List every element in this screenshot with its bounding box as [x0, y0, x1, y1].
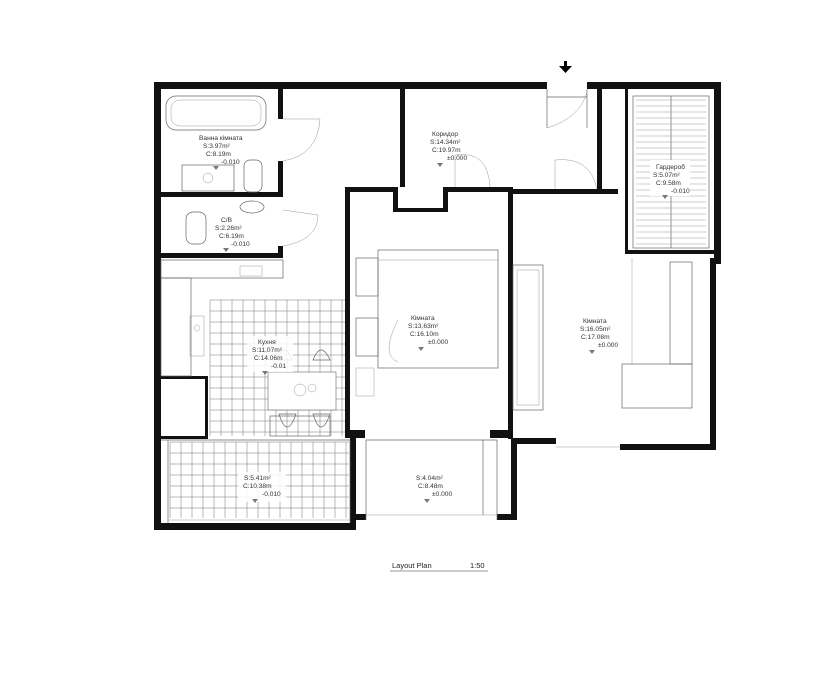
room-area: S:5.41m²	[244, 475, 272, 482]
dining-table	[267, 349, 337, 437]
level-triangle-icon	[418, 347, 424, 351]
room-perimeter: C:19.97m	[432, 147, 461, 154]
plan-footer: Layout Plan 1:50	[390, 561, 488, 572]
room2-furniture	[512, 258, 693, 411]
room-level: -0.010	[262, 491, 281, 498]
room1-furniture	[355, 249, 499, 397]
room-area: S:16.05m²	[580, 326, 611, 333]
room-area: S:14.34m²	[430, 139, 461, 146]
room-label-wc: С/В S:2.26m² C:6.19m -0.010	[215, 217, 250, 252]
room-level: ±0.000	[447, 155, 467, 162]
room-name: Кімната	[411, 314, 435, 322]
room-label-corridor: Коридор S:14.34m² C:19.97m ±0.000	[430, 131, 467, 167]
bathroom-fixtures	[165, 95, 267, 193]
level-triangle-icon	[262, 371, 268, 375]
room-label-bathroom: Ванна кімната S:3.97m² C:8.19m -0.010	[199, 134, 243, 170]
room-area: S:4.04m²	[416, 475, 444, 482]
room-level: -0.010	[231, 241, 250, 248]
room-perimeter: C:14.06m	[254, 355, 283, 362]
room-perimeter: C:9.58m	[656, 180, 681, 187]
room-level: ±0.000	[598, 342, 618, 349]
level-triangle-icon	[252, 499, 258, 503]
room-perimeter: C:17.08m	[581, 334, 610, 341]
room-area: S:11.07m²	[252, 347, 283, 354]
room-name: Кухня	[258, 339, 276, 346]
room-area: S:2.26m²	[215, 225, 243, 232]
room-area: S:5.07m²	[653, 172, 681, 179]
room-label-balcony1: S:5.41m² C:10.38m -0.010	[238, 472, 286, 503]
room-area: S:3.97m²	[203, 143, 231, 150]
room-level: ±0.000	[428, 339, 448, 346]
plan-scale: 1:50	[470, 561, 485, 570]
room-label-balcony2: S:4.04m² C:8.48m ±0.000	[416, 475, 452, 503]
room-perimeter: C:8.19m	[206, 151, 231, 158]
level-triangle-icon	[589, 350, 595, 354]
room-label-wardrobe: Гардероб S:5.07m² C:9.58m -0.010	[650, 160, 690, 199]
level-triangle-icon	[437, 163, 443, 167]
room-perimeter: C:10.38m	[243, 483, 272, 490]
wc-fixtures	[185, 200, 265, 245]
room-level: -0.010	[671, 188, 690, 195]
room-perimeter: C:8.48m	[418, 483, 443, 490]
level-triangle-icon	[662, 195, 668, 199]
room-area: S:13.63m²	[408, 323, 439, 330]
room-perimeter: C:6.19m	[219, 233, 244, 240]
entrance-arrow-icon	[559, 61, 572, 73]
outer-walls	[154, 82, 721, 530]
room-level: ±0.000	[432, 491, 452, 498]
room-label-room1: Кімната S:13.63m² C:16.10m ±0.000	[408, 314, 448, 351]
room-label-room2: Кімната S:16.05m² C:17.08m ±0.000	[580, 317, 618, 354]
kitchen-counter	[160, 259, 284, 377]
level-triangle-icon	[223, 248, 229, 252]
room-name: С/В	[221, 217, 233, 224]
wardrobe-shelves	[636, 99, 706, 245]
level-triangle-icon	[213, 166, 219, 170]
room-perimeter: C:16.10m	[410, 331, 439, 338]
room-name: Ванна кімната	[199, 134, 243, 142]
windows-and-doors	[161, 89, 620, 523]
plan-title: Layout Plan	[392, 561, 432, 570]
room-name: Коридор	[432, 131, 458, 138]
room-level: -0.010	[221, 159, 240, 166]
level-triangle-icon	[424, 499, 430, 503]
room-name: Гардероб	[656, 163, 685, 171]
interior-walls	[161, 89, 720, 444]
room-level: -0.01	[271, 363, 286, 370]
room-name: Кімната	[583, 317, 607, 325]
room-label-kitchen: Кухня S:11.07m² C:14.06m -0.01	[247, 336, 293, 375]
